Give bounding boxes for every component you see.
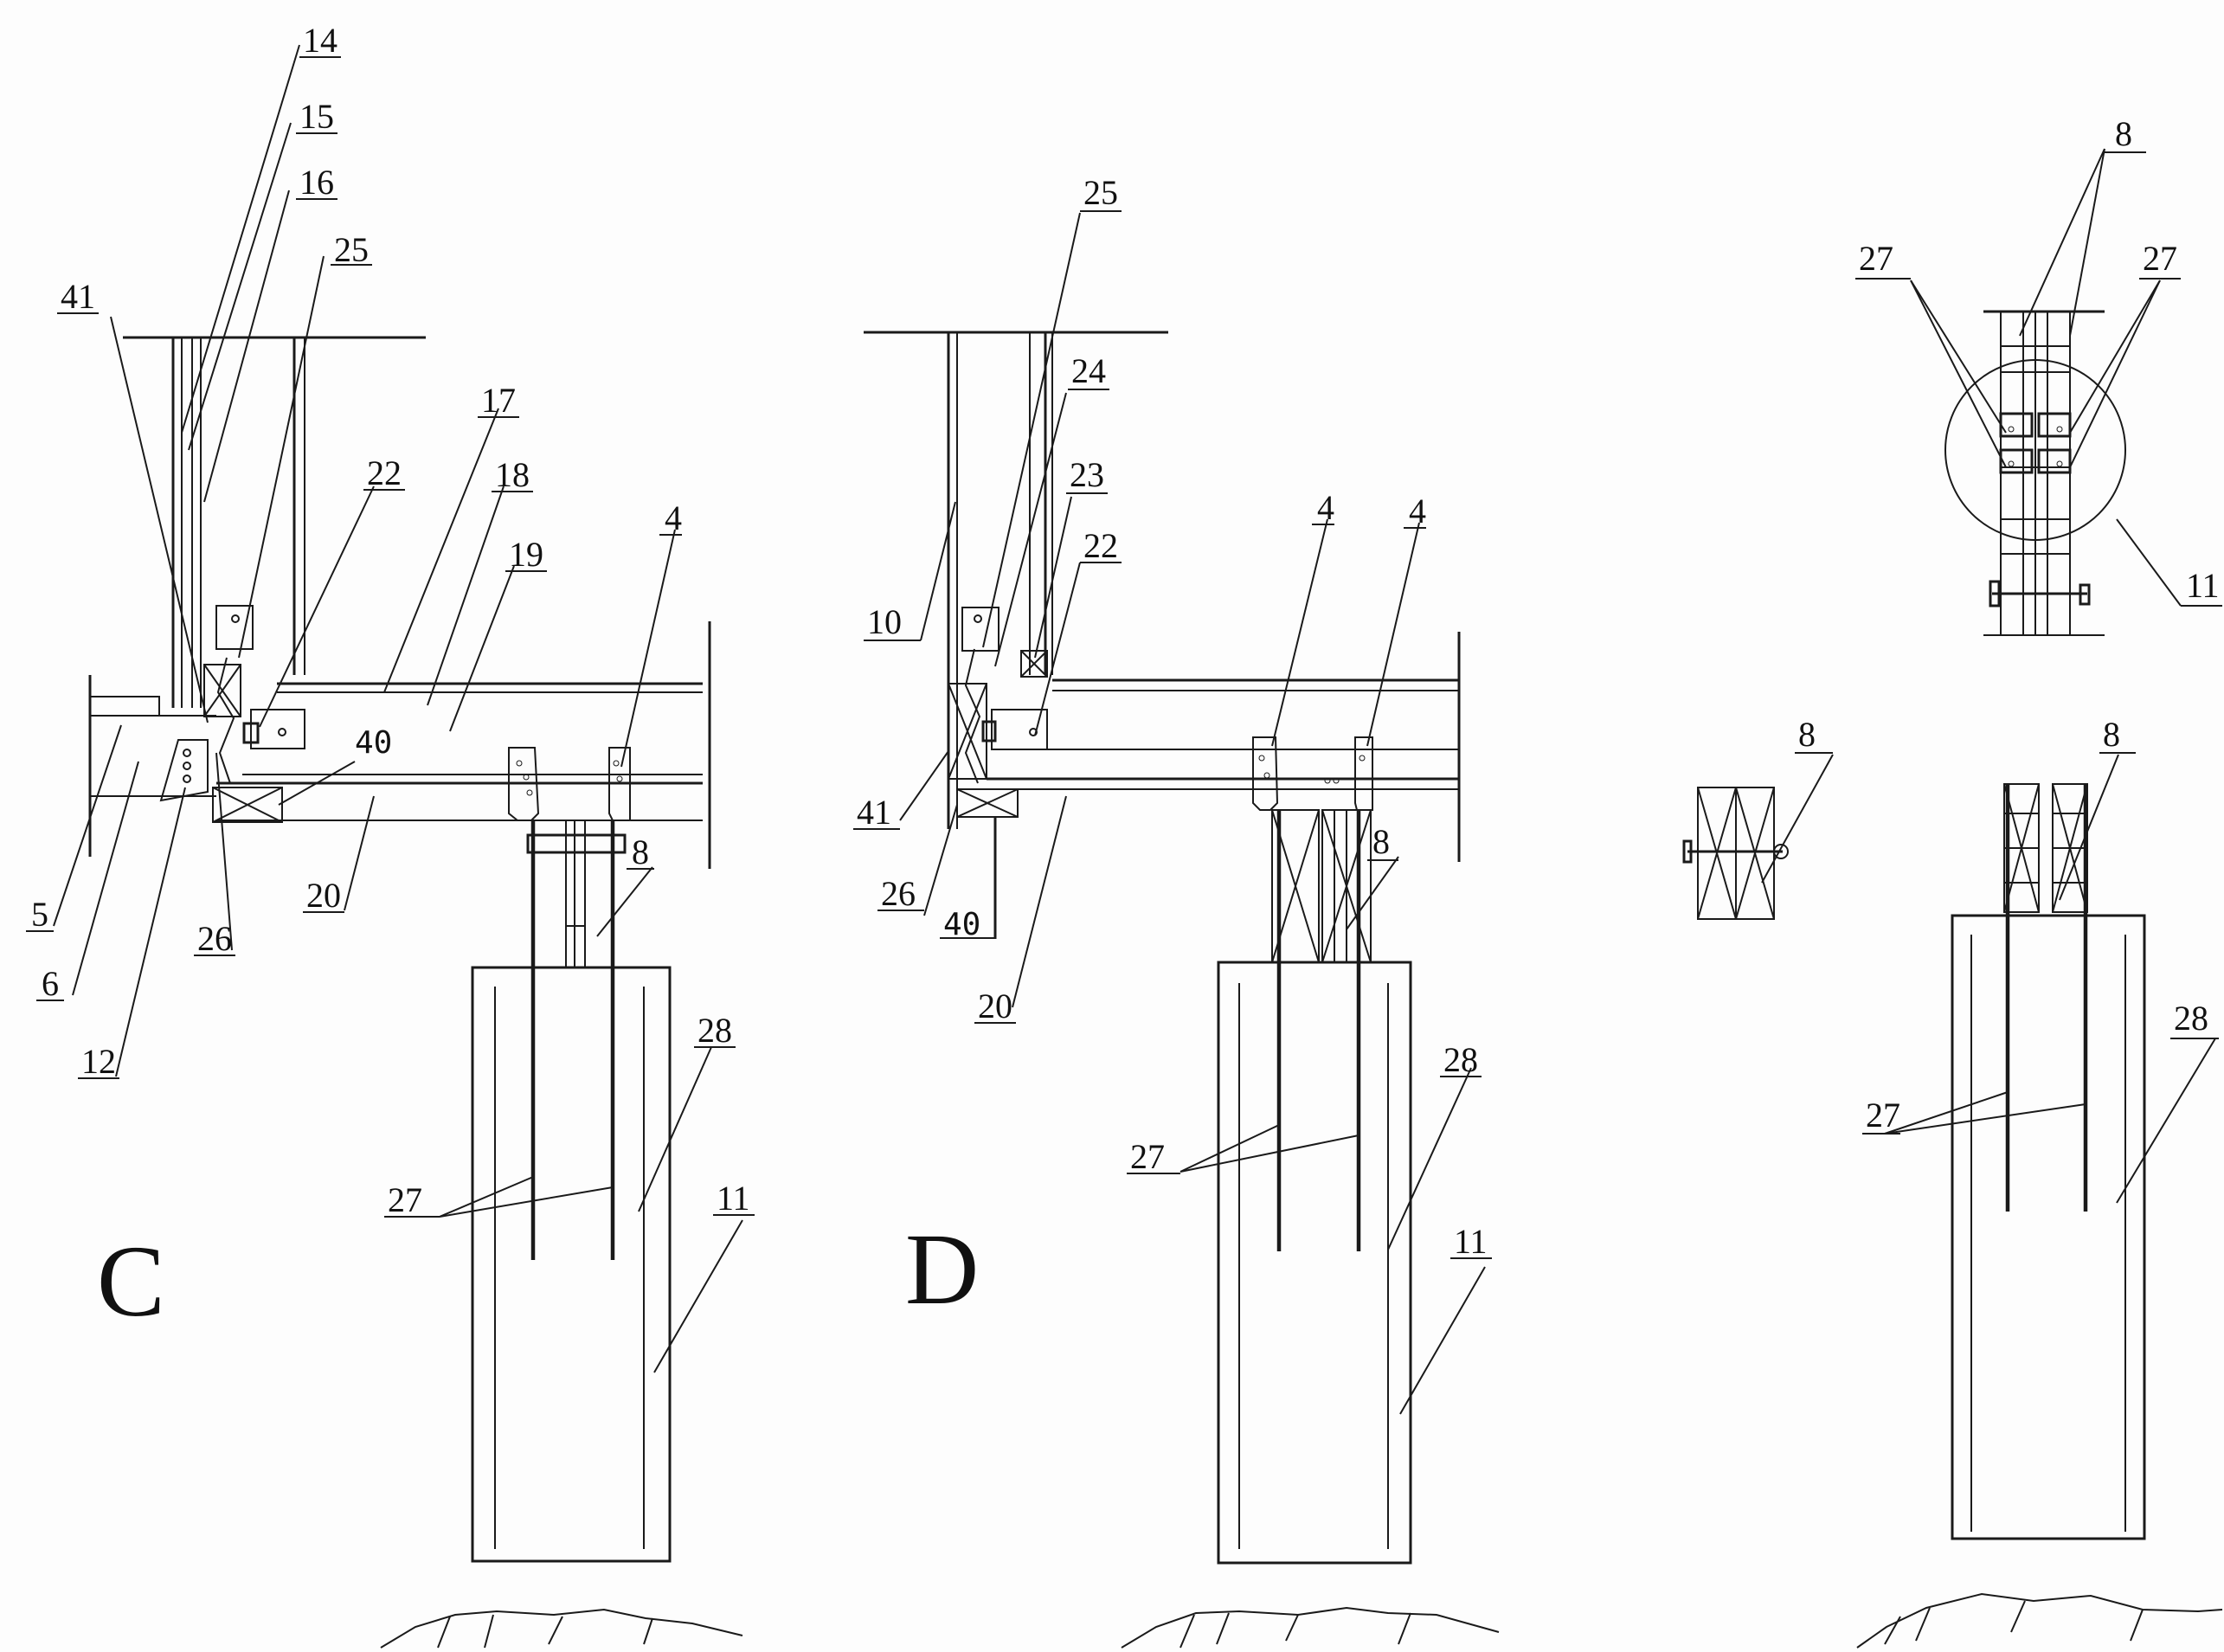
callout-27: 27 — [1130, 1137, 1165, 1176]
callout-26: 26 — [881, 874, 916, 913]
callout-18: 18 — [495, 455, 530, 494]
callout-19: 19 — [509, 535, 543, 574]
callout-26: 26 — [197, 919, 232, 958]
view-c-callout-underlines — [26, 56, 755, 1218]
callout-11: 11 — [1454, 1222, 1488, 1261]
callout-40: 40 — [355, 725, 392, 761]
callout-20: 20 — [978, 987, 1012, 1025]
callout-8: 8 — [632, 832, 649, 871]
callout-41: 41 — [61, 277, 95, 316]
callout-22: 22 — [1083, 526, 1118, 565]
callout-12: 12 — [81, 1042, 116, 1081]
detail-views — [1682, 148, 2223, 1649]
callout-20: 20 — [306, 876, 341, 915]
view-d — [864, 212, 1500, 1649]
view-c — [53, 44, 743, 1649]
callout-15: 15 — [299, 97, 334, 136]
callout-24: 24 — [1071, 351, 1106, 390]
view-label-c: C — [97, 1225, 165, 1338]
callout-25: 25 — [334, 230, 369, 269]
callout-4b: 4 — [1409, 492, 1426, 530]
callout-4a: 4 — [1317, 488, 1334, 527]
callout-8: 8 — [2115, 114, 2132, 153]
detail-callout-underlines — [1795, 151, 2222, 1135]
callout-27a: 27 — [1859, 239, 1893, 278]
callout-27: 27 — [1866, 1096, 1900, 1135]
callout-27: 27 — [388, 1180, 422, 1219]
callout-17: 17 — [481, 381, 516, 420]
view-d-callout-underlines — [853, 210, 1492, 1259]
detail-callouts: 8 27 27 11 8 8 28 27 — [1798, 114, 2220, 1135]
callout-28: 28 — [1443, 1040, 1478, 1079]
view-c-callouts: 14 15 16 25 41 17 22 18 19 4 40 8 5 6 26… — [31, 21, 750, 1338]
callout-10: 10 — [867, 602, 902, 641]
callout-22: 22 — [367, 453, 402, 492]
view-label-d: D — [905, 1212, 979, 1326]
callout-6: 6 — [42, 964, 59, 1003]
callout-41: 41 — [857, 793, 891, 832]
callout-8: 8 — [1372, 822, 1390, 861]
callout-23: 23 — [1070, 455, 1104, 494]
callout-16: 16 — [299, 163, 334, 202]
callout-8-block: 8 — [1798, 715, 1816, 754]
view-d-callouts: 25 24 23 22 10 4 4 41 8 26 40 20 28 27 1… — [857, 173, 1488, 1326]
callout-4: 4 — [665, 498, 682, 537]
callout-40: 40 — [943, 907, 980, 942]
callout-11: 11 — [2186, 566, 2220, 605]
callout-27b: 27 — [2143, 239, 2177, 278]
callout-5: 5 — [31, 895, 48, 934]
callout-14: 14 — [303, 21, 337, 60]
callout-25: 25 — [1083, 173, 1118, 212]
callout-28: 28 — [2174, 999, 2208, 1038]
callout-11: 11 — [717, 1179, 750, 1218]
callout-28: 28 — [697, 1011, 732, 1050]
callout-8-post: 8 — [2103, 715, 2120, 754]
